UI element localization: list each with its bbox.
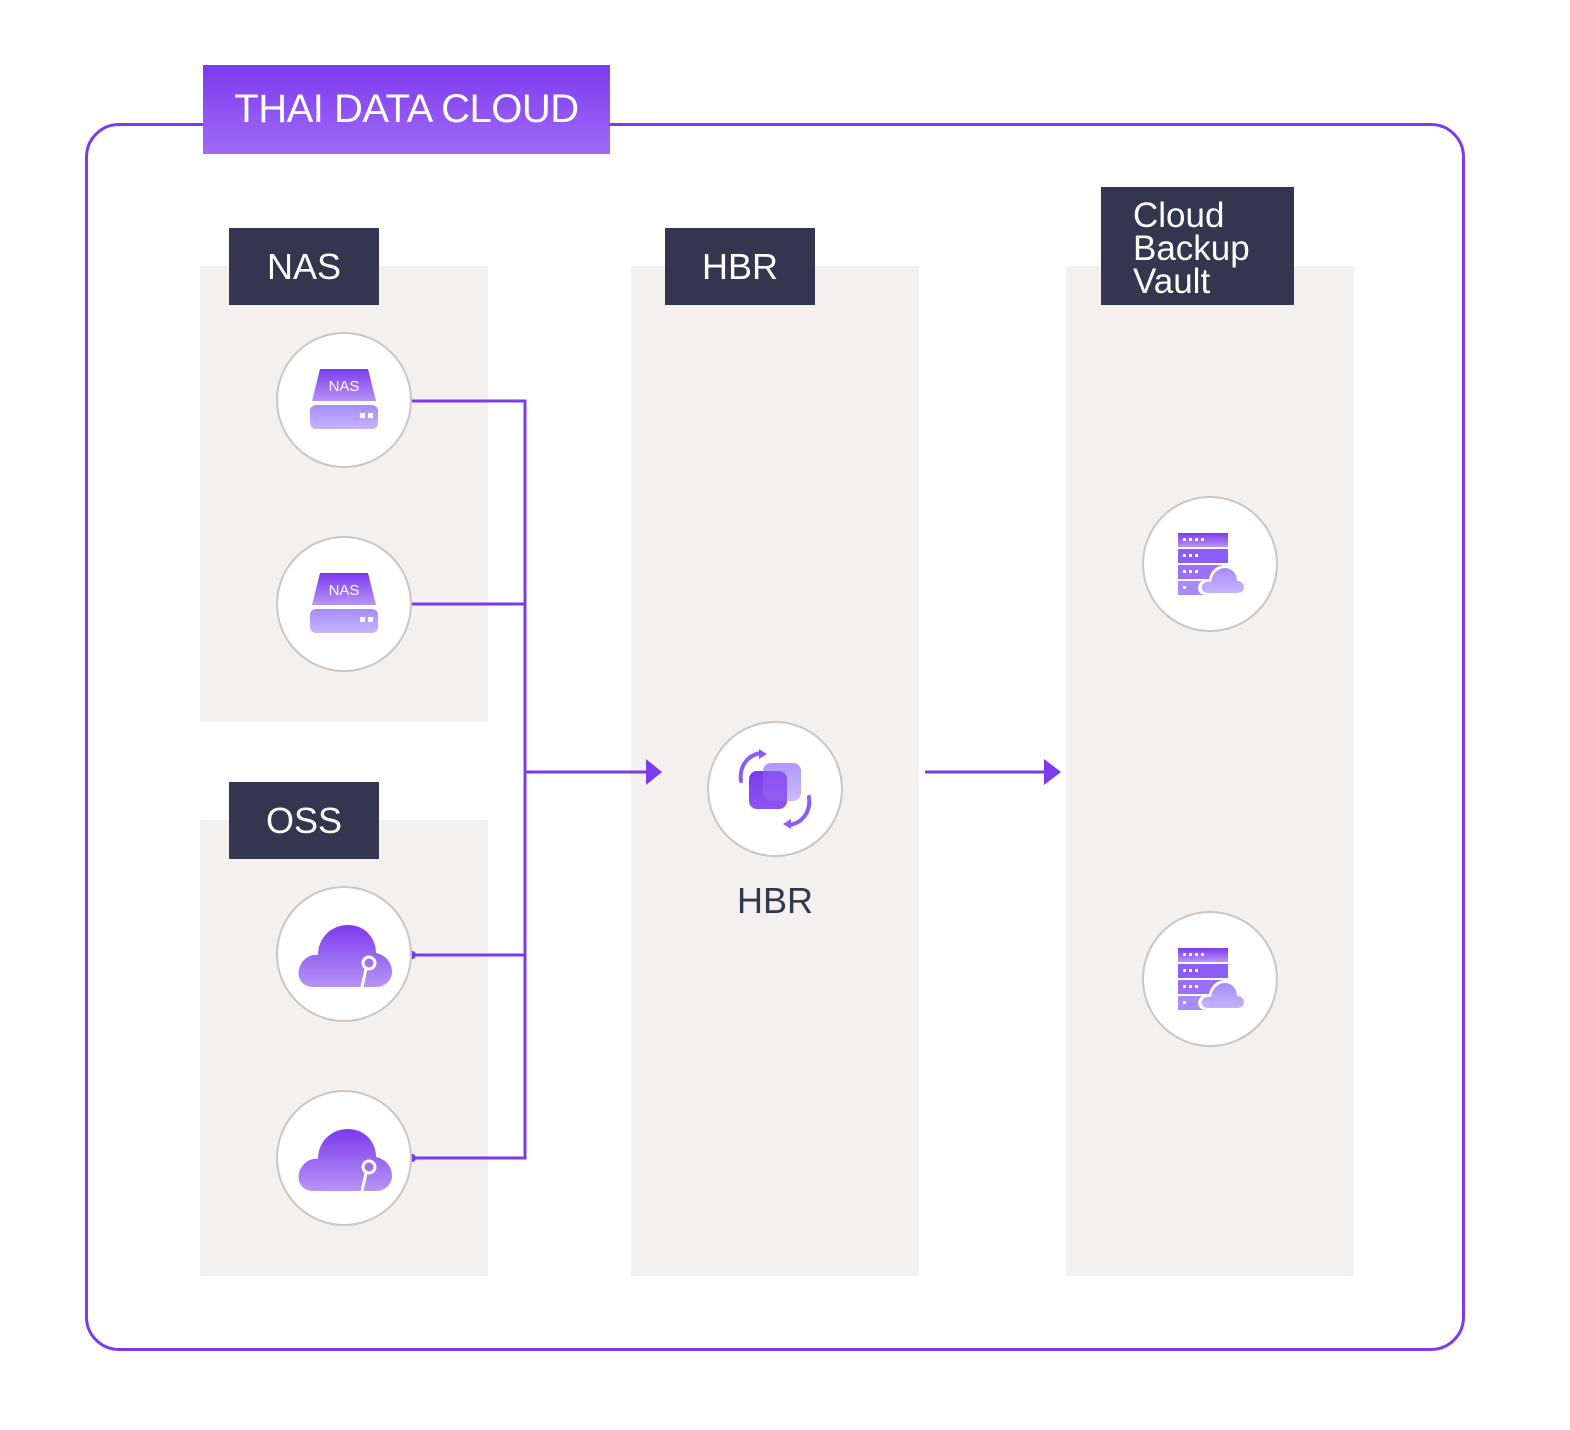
arrow-head-icon: [1044, 759, 1061, 785]
diagram-title: THAI DATA CLOUD: [203, 65, 610, 154]
nas-drive-icon: NAS: [310, 573, 378, 633]
nas-section-label: NAS: [229, 228, 379, 305]
server-cloud-icon: [1178, 533, 1246, 595]
oss-node: [276, 1090, 412, 1226]
hbr-sync-icon: [738, 749, 812, 829]
nas-connector: [412, 399, 527, 1160]
vault-label-line: Vault: [1133, 262, 1211, 301]
arrow-head-icon: [646, 759, 662, 785]
oss-cloud-icon: [298, 925, 392, 988]
hbr-node-caption: HBR: [736, 880, 813, 921]
vault-panel: [1066, 266, 1354, 1276]
nas-icon-text: NAS: [329, 378, 360, 395]
vault-label-line: Cloud: [1133, 196, 1225, 235]
nas-node: NAS: [276, 332, 412, 468]
oss-section-label: OSS: [229, 782, 379, 859]
hbr-node: [707, 721, 843, 857]
vault-label-line: Backup: [1133, 229, 1250, 268]
nas-icon-text: NAS: [329, 582, 360, 599]
vault-section-label: Cloud Backup Vault: [1101, 187, 1294, 305]
vault-node: [1142, 496, 1278, 632]
nas-drive-icon: NAS: [310, 369, 378, 429]
vault-node: [1142, 911, 1278, 1047]
oss-node: [276, 886, 412, 1022]
thai-data-cloud-frame: [85, 123, 1465, 1351]
oss-cloud-icon: [298, 1129, 392, 1192]
nas-node: NAS: [276, 536, 412, 672]
hbr-section-label: HBR: [665, 228, 815, 305]
server-cloud-icon: [1178, 948, 1246, 1010]
